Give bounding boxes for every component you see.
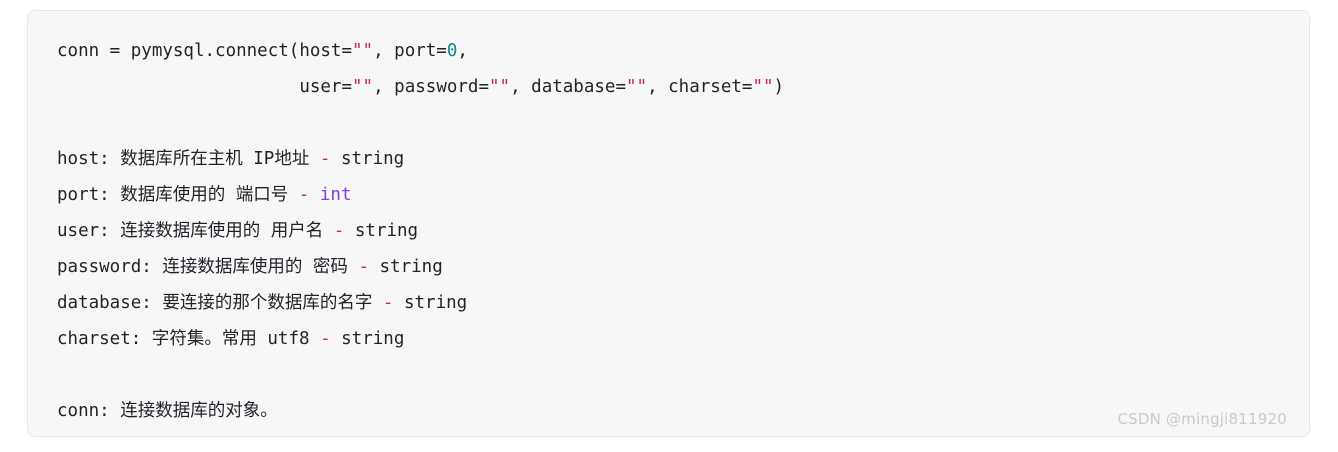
param-desc-password: 连接数据库使用的 密码 [151,257,359,277]
code-line-connect-2: user="", password="", database="", chars… [57,69,784,105]
param-line-password: password: 连接数据库使用的 密码 - string [57,249,784,285]
param-type-charset: string [330,329,405,349]
param-type-host: string [330,149,405,169]
param-desc-host: 数据库所在主机 IP地址 [109,149,320,169]
code-charset-key: charset= [668,77,753,97]
param-name-user: user: [57,221,110,241]
param-line-charset: charset: 字符集。常用 utf8 - string [57,321,784,357]
code-line-connect-1: conn = pymysql.connect(host="", port=0, [57,33,784,69]
code-password-key: password= [394,77,489,97]
code-sep-2: , [510,77,532,97]
code-block-content: conn = pymysql.connect(host="", port=0, … [28,11,784,429]
code-password-value: "" [489,77,511,97]
param-dash-charset: - [320,329,331,349]
param-line-database: database: 要连接的那个数据库的名字 - string [57,285,784,321]
code-text[interactable]: conn = pymysql.connect(host="", port=0, … [57,33,784,429]
param-name-password: password: [57,257,152,277]
param-desc-database: 要连接的那个数据库的名字 [151,293,383,313]
param-name-host: host: [57,149,110,169]
code-port-key: , port= [373,41,447,61]
param-line-user: user: 连接数据库使用的 用户名 - string [57,213,784,249]
code-indent [57,77,299,97]
code-blank-line-1 [57,105,784,141]
param-line-host: host: 数据库所在主机 IP地址 - string [57,141,784,177]
param-dash-database: - [382,293,394,313]
param-name-charset: charset: [57,329,142,349]
param-desc-charset: 字符集。常用 utf8 [141,329,321,349]
param-desc-user: 连接数据库使用的 用户名 [109,221,334,241]
code-close-paren: ) [773,77,785,97]
param-type-password: string [368,257,443,277]
code-sep-3: , [647,77,669,97]
code-user-value: "" [352,77,374,97]
code-sep-1: , [373,77,395,97]
code-block-card: conn = pymysql.connect(host="", port=0, … [27,10,1310,437]
result-desc-conn: 连接数据库的对象。 [109,401,278,421]
param-name-port: port: [57,185,110,205]
result-line-conn: conn: 连接数据库的对象。 [57,393,784,429]
param-type-database: string [393,293,468,313]
code-comma-1: , [457,41,468,61]
code-blank-line-2 [57,357,784,393]
param-dash-user: - [333,221,345,241]
code-connect-call: conn = pymysql.connect(host= [57,41,353,61]
param-type-user: string [344,221,419,241]
param-name-database: database: [57,293,152,313]
code-database-key: database= [531,77,626,97]
code-charset-value: "" [752,77,774,97]
code-port-value: 0 [446,41,458,61]
code-host-value: "" [352,41,374,61]
result-name-conn: conn: [57,401,110,421]
param-type-port: int [309,185,352,205]
code-database-value: "" [625,77,648,97]
param-dash-password: - [358,257,369,277]
param-desc-port: 数据库使用的 端口号 [109,185,299,205]
csdn-watermark: CSDN @mingji811920 [1117,410,1287,428]
param-dash-host: - [319,149,331,169]
code-user-key: user= [299,77,353,97]
param-dash-port: - [298,185,310,205]
param-line-port: port: 数据库使用的 端口号 - int [57,177,784,213]
